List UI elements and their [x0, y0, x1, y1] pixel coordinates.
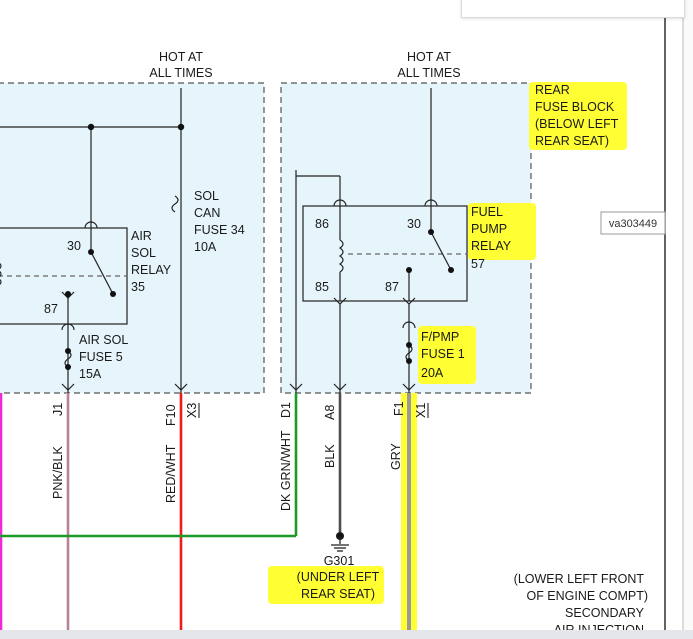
- highlight-fuel-pump-relay: [468, 203, 536, 260]
- wire-label-dk-grn-wht: DK GRN/WHT: [279, 430, 293, 511]
- left-hot-label-line1: HOT AT: [159, 50, 203, 64]
- air-sol-relay-pin-87: 87: [44, 302, 58, 316]
- sol-can-fuse-label-4: 10A: [194, 240, 217, 254]
- sol-can-fuse-label-3: FUSE 34: [194, 223, 245, 237]
- wire-label-gry: GRY: [389, 442, 403, 470]
- connector-x1: X1: [414, 403, 428, 418]
- ground-symbol: [331, 531, 349, 552]
- fuel-pump-relay-pin-87: 87: [385, 280, 399, 294]
- ground-id: G301: [324, 554, 355, 568]
- fuel-pump-relay-label-2: PUMP: [471, 222, 507, 236]
- left-block-dots: [65, 123, 185, 370]
- sol-can-fuse-label-1: SOL: [194, 189, 219, 203]
- air-sol-relay-label-2: SOL: [131, 246, 156, 260]
- fpmp-fuse-label-1: F/PMP: [421, 330, 459, 344]
- highlight-fuse-block-label: [529, 82, 627, 150]
- bottom-scroll-strip: [0, 630, 693, 639]
- air-sol-fuse-label-3: 15A: [79, 367, 102, 381]
- bottom-note-1: (LOWER LEFT FRONT: [514, 572, 645, 586]
- connector-f1: F1: [392, 401, 406, 416]
- fuse-block-label-2: FUSE BLOCK: [535, 100, 615, 114]
- right-block-circuit: [289, 88, 468, 393]
- wire-label-red-wht: RED/WHT: [164, 444, 178, 503]
- fpmp-fuse-label-3: 20A: [421, 366, 444, 380]
- bottom-note-3: SECONDARY: [565, 606, 645, 620]
- fuel-pump-relay-pin-86: 86: [315, 217, 329, 231]
- wire-label-blk: BLK: [323, 444, 337, 468]
- highlight-ground-location: [268, 566, 384, 604]
- left-hot-label-line2: ALL TIMES: [149, 66, 212, 80]
- sol-can-fuse-label-2: CAN: [194, 206, 220, 220]
- fuel-pump-relay-label-3: RELAY: [471, 239, 512, 253]
- connector-f10: F10: [164, 404, 178, 426]
- fuel-pump-relay-pin-30: 30: [407, 217, 421, 231]
- ground-location-2: REAR SEAT): [301, 587, 375, 601]
- fpmp-fuse-label-2: FUSE 1: [421, 347, 465, 361]
- overlay-card[interactable]: [461, 0, 685, 18]
- reference-id-box: [600, 211, 666, 235]
- page-edge: [683, 0, 693, 639]
- fuel-pump-relay-label-1: FUEL: [471, 205, 503, 219]
- connector-d1: D1: [279, 402, 293, 418]
- air-sol-fuse-label-2: FUSE 5: [79, 350, 123, 364]
- right-hot-label-line2: ALL TIMES: [397, 66, 460, 80]
- air-sol-relay-label-3: RELAY: [131, 263, 172, 277]
- right-hot-label-line1: HOT AT: [407, 50, 451, 64]
- fuse-block-label-4: REAR SEAT): [535, 134, 609, 148]
- left-block-circuit: [0, 88, 188, 393]
- fuse-block-label-1: REAR: [535, 83, 570, 97]
- connector-x3: X3: [185, 403, 199, 418]
- air-sol-fuse-label-1: AIR SOL: [79, 333, 128, 347]
- air-sol-relay-label-1: AIR: [131, 229, 152, 243]
- air-sol-relay-label-4: 35: [131, 280, 145, 294]
- fuel-pump-relay-label-4: 57: [471, 257, 485, 271]
- connector-j1: J1: [51, 403, 65, 416]
- air-sol-relay-pin-30: 30: [67, 239, 81, 253]
- wires: [0, 393, 417, 639]
- fuse-block-label-3: (BELOW LEFT: [535, 117, 619, 131]
- highlight-fpmp-fuse: [418, 326, 476, 384]
- reference-id: va303449: [609, 218, 657, 230]
- bottom-note-2: OF ENGINE COMPT): [526, 589, 648, 603]
- connector-a8: A8: [323, 405, 337, 420]
- wire-label-pnk-blk: PNK/BLK: [51, 446, 65, 499]
- highlights: [268, 82, 627, 604]
- right-block-dots: [406, 229, 454, 364]
- ground-location-1: (UNDER LEFT: [297, 570, 380, 584]
- fuel-pump-relay-pin-85: 85: [315, 280, 329, 294]
